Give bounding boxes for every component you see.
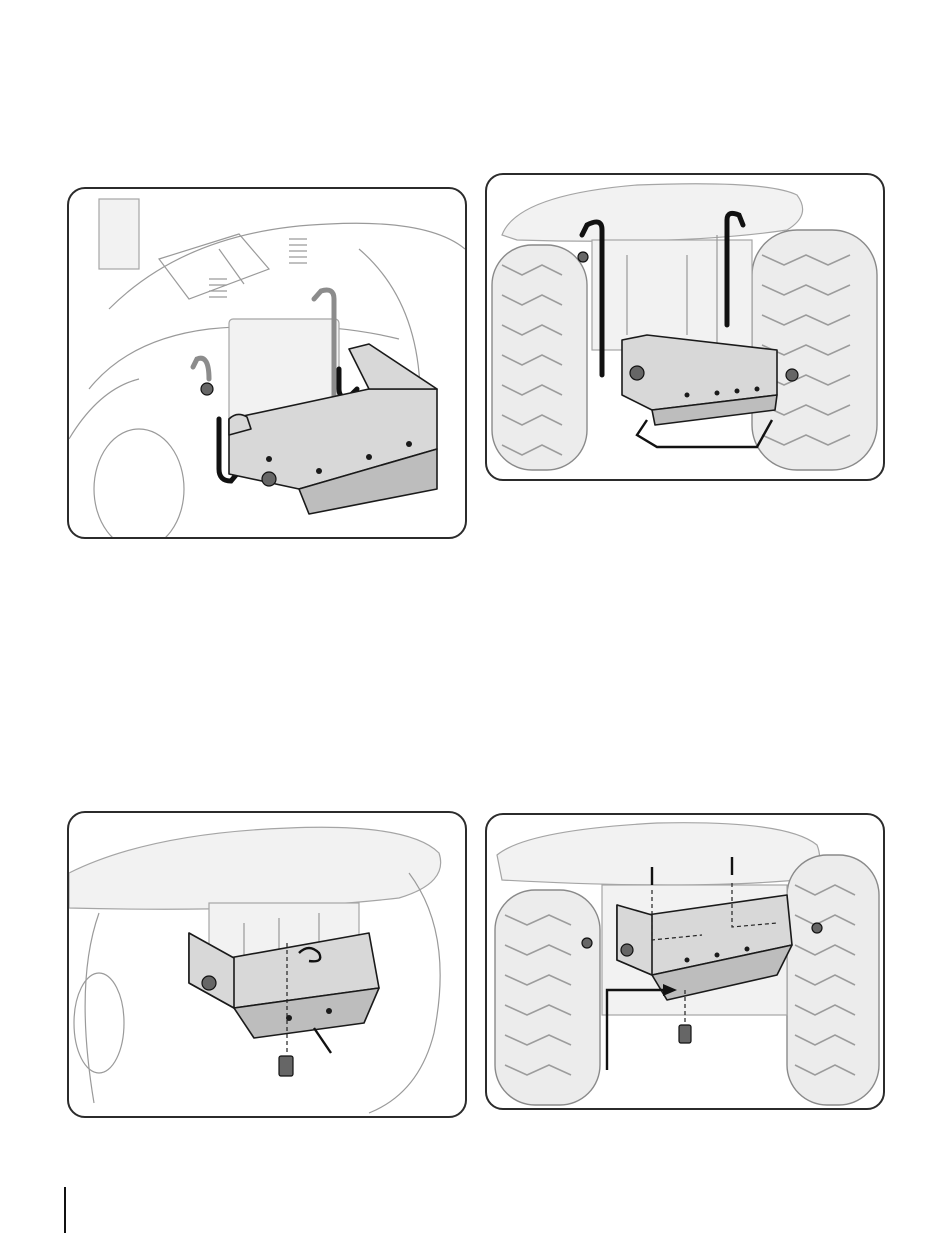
spring-icon	[209, 239, 307, 297]
bracket-strap-illustration	[69, 189, 465, 537]
figure-bracket-pins-bolts	[485, 813, 885, 1110]
figure-bracket-strap-install	[67, 187, 467, 539]
figure-bracket-bottom-bolt	[67, 811, 467, 1118]
bracket-bottom-bolt-illustration	[69, 813, 465, 1116]
page-margin-rule	[64, 1187, 66, 1233]
bracket-pins-bolts-illustration	[487, 815, 883, 1108]
bracket-mounted-illustration	[487, 175, 883, 479]
figure-bracket-mounted-rear	[485, 173, 885, 481]
